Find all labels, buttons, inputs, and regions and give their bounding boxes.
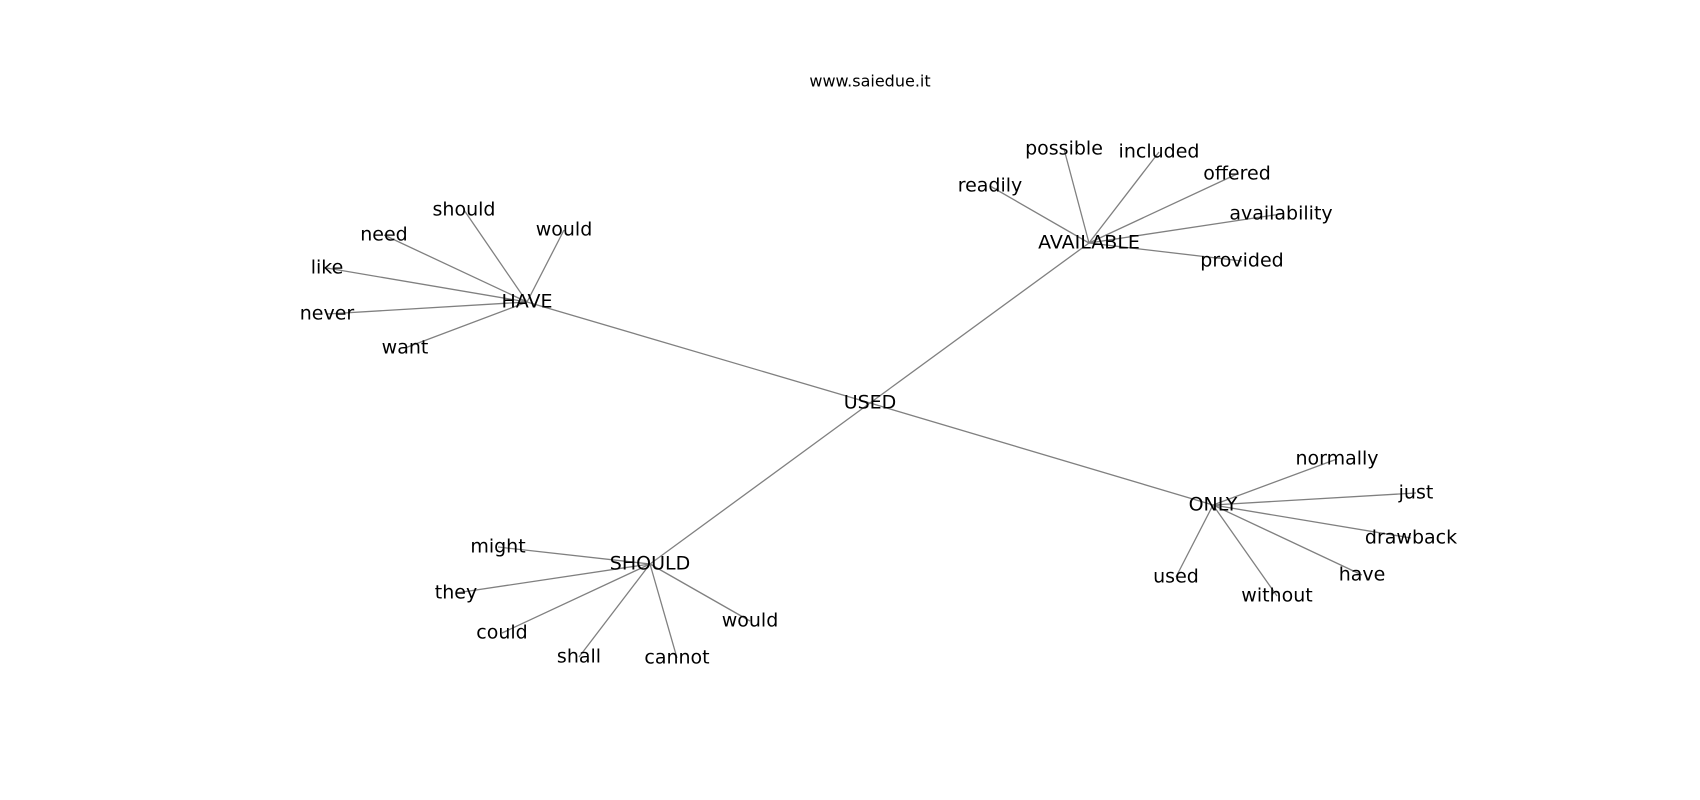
hub-node-label: HAVE (501, 291, 552, 313)
leaf-node-label: included (1119, 141, 1200, 163)
edge-should-cannot (649, 563, 678, 659)
edge-layer (326, 148, 1417, 659)
leaf-node-label: offered (1203, 163, 1271, 185)
leaf-node-label: used (1153, 566, 1199, 588)
edge-should-shall (578, 563, 651, 658)
leaf-node-label: have (1339, 564, 1386, 586)
leaf-node-label: without (1241, 585, 1312, 607)
edge-have-like (326, 267, 528, 303)
leaf-node-label: possible (1025, 138, 1103, 160)
leaf-node-label: cannot (644, 647, 709, 669)
edge-available-possible (1063, 148, 1090, 244)
leaf-node-label: they (435, 582, 477, 604)
leaf-node-label: would (536, 219, 593, 241)
leaf-node-label: never (300, 303, 355, 325)
edge-have-need (383, 234, 528, 303)
edge-only-have (1212, 504, 1363, 576)
edge-available-offered (1088, 173, 1238, 244)
edge-have-would (526, 229, 565, 303)
edge-available-availability (1088, 213, 1282, 244)
leaf-node-label: provided (1200, 250, 1283, 272)
leaf-node-label: like (311, 257, 344, 279)
edge-have-want (404, 301, 528, 349)
edge-only-used (1175, 504, 1214, 578)
edge-available-readily (989, 185, 1090, 244)
label-layer: USED HAVE should would need like never want AVAI… (300, 138, 1457, 669)
hub-node-label: AVAILABLE (1038, 232, 1140, 254)
center-node-label: USED (844, 392, 897, 414)
leaf-node-label: could (476, 622, 527, 644)
leaf-node-label: shall (557, 646, 601, 668)
edge-have-should (463, 209, 528, 303)
edge-available-provided (1088, 242, 1243, 262)
edge-only-without (1212, 504, 1278, 597)
hub-node-label: ONLY (1189, 494, 1238, 516)
edge-only-just (1212, 492, 1417, 506)
leaf-node-label: should (433, 199, 496, 221)
leaf-node-label: might (470, 536, 525, 558)
edge-center-only (869, 402, 1214, 506)
edge-center-available (869, 242, 1090, 404)
leaf-node-label: drawback (1365, 527, 1457, 549)
leaf-node-label: would (722, 610, 779, 632)
edge-should-would (649, 563, 751, 622)
leaf-node-label: want (382, 337, 429, 359)
edge-only-drawback (1212, 504, 1412, 539)
leaf-node-label: availability (1229, 203, 1332, 225)
leaf-node-label: normally (1295, 448, 1378, 470)
leaf-node-label: readily (958, 175, 1023, 197)
edge-should-could (501, 563, 651, 634)
leaf-node-label: just (1398, 482, 1434, 504)
edge-available-included (1088, 151, 1160, 244)
leaf-node-label: need (360, 224, 407, 246)
edge-center-have (526, 301, 871, 404)
hub-node-label: SHOULD (610, 553, 690, 575)
edge-center-should (649, 402, 871, 565)
edge-only-normally (1212, 458, 1338, 506)
edge-have-never (326, 301, 528, 315)
edge-should-might (497, 546, 651, 565)
site-title: www.saiedue.it (809, 72, 930, 91)
edge-should-they (455, 563, 651, 594)
